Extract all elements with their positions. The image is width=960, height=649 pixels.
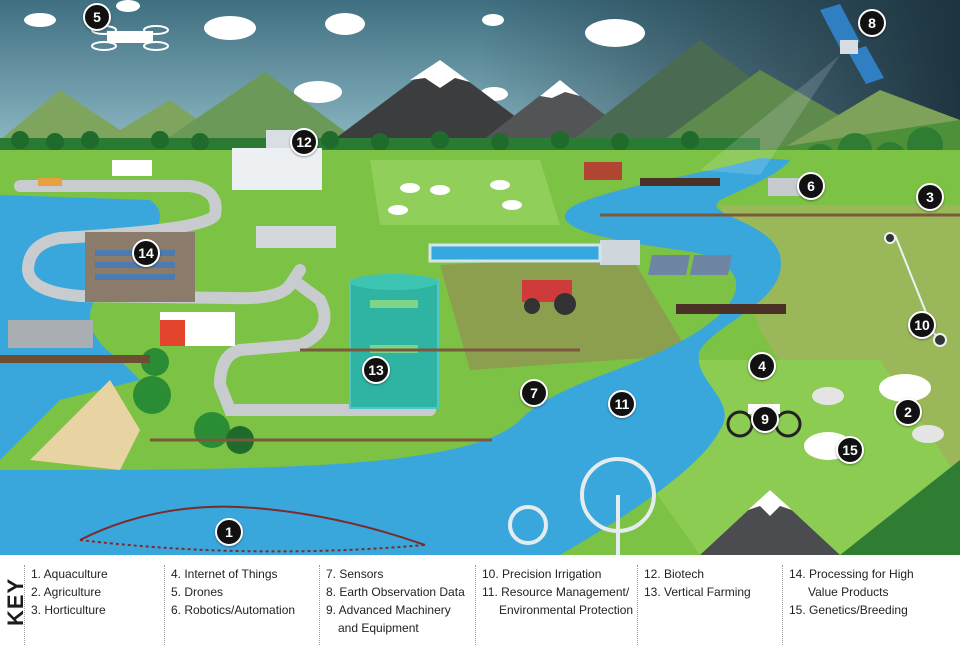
wind-turbines — [508, 457, 656, 555]
key-legend: KEY 1. Aquaculture 2. Agriculture 3. Hor… — [0, 555, 960, 649]
key-item: 11. Resource Management/ — [482, 585, 630, 599]
key-item: 15. Genetics/Breeding — [789, 603, 908, 617]
key-column-3: 7. Sensors 8. Earth Observation Data 9. … — [326, 565, 465, 637]
solar-panels — [600, 240, 732, 275]
key-item: 12. Biotech — [644, 567, 705, 581]
marker-15: 15 — [836, 436, 864, 464]
marker-7: 7 — [520, 379, 548, 407]
key-item: 1. Aquaculture — [31, 567, 108, 581]
factory-buildings — [85, 130, 622, 302]
bridges — [640, 178, 786, 314]
key-column-2: 4. Internet of Things 5. Drones 6. Robot… — [171, 565, 295, 619]
marker-13: 13 — [362, 356, 390, 384]
beach — [30, 380, 140, 470]
key-divider — [164, 565, 165, 645]
key-column-5: 12. Biotech 13. Vertical Farming — [644, 565, 751, 601]
key-item: 5. Drones — [171, 585, 224, 599]
key-item: 10. Precision Irrigation — [482, 567, 602, 581]
key-item: 7. Sensors — [326, 567, 384, 581]
key-item: 14. Processing for High — [789, 567, 914, 581]
marker-14: 14 — [132, 239, 160, 267]
key-column-1: 1. Aquaculture 2. Agriculture 3. Horticu… — [31, 565, 108, 619]
trucks — [38, 160, 235, 346]
key-item: 4. Internet of Things — [171, 567, 278, 581]
vertical-farm-tower — [349, 274, 439, 409]
marker-6: 6 — [797, 172, 825, 200]
fish-net — [79, 505, 426, 553]
water-channel — [428, 243, 602, 263]
key-divider — [24, 565, 25, 645]
drone — [91, 25, 169, 51]
key-item: and Equipment — [338, 621, 419, 635]
clouds — [24, 0, 645, 103]
key-divider — [782, 565, 783, 645]
snow-peak — [700, 460, 960, 555]
agritech-landscape-illustration — [0, 0, 960, 555]
key-item: 13. Vertical Farming — [644, 585, 751, 599]
marker-5: 5 — [83, 3, 111, 31]
key-item: 9. Advanced Machinery — [326, 603, 451, 617]
marker-9: 9 — [751, 405, 779, 433]
key-item: Value Products — [808, 585, 889, 599]
roads — [14, 180, 436, 416]
key-divider — [475, 565, 476, 645]
marker-2: 2 — [894, 398, 922, 426]
key-divider — [637, 565, 638, 645]
satellite — [700, 4, 884, 175]
marker-10: 10 — [908, 311, 936, 339]
marker-12: 12 — [290, 128, 318, 156]
key-item: 8. Earth Observation Data — [326, 585, 465, 599]
key-item: Environmental Protection — [499, 603, 634, 617]
marker-1: 1 — [215, 518, 243, 546]
marker-4: 4 — [748, 352, 776, 380]
key-item: 6. Robotics/Automation — [171, 603, 296, 617]
dock-and-boat — [0, 320, 150, 363]
mountains — [0, 40, 960, 150]
marker-11: 11 — [608, 390, 636, 418]
marker-3: 3 — [916, 183, 944, 211]
key-title: KEY — [3, 577, 28, 626]
marker-8: 8 — [858, 9, 886, 37]
key-column-6: 14. Processing for High Value Products 1… — [789, 565, 914, 619]
tractor — [522, 280, 576, 315]
key-item: 3. Horticulture — [31, 603, 106, 617]
key-item: 2. Agriculture — [31, 585, 102, 599]
fences — [150, 213, 960, 442]
key-column-4: 10. Precision Irrigation 11. Resource Ma… — [482, 565, 633, 619]
key-divider — [319, 565, 320, 645]
